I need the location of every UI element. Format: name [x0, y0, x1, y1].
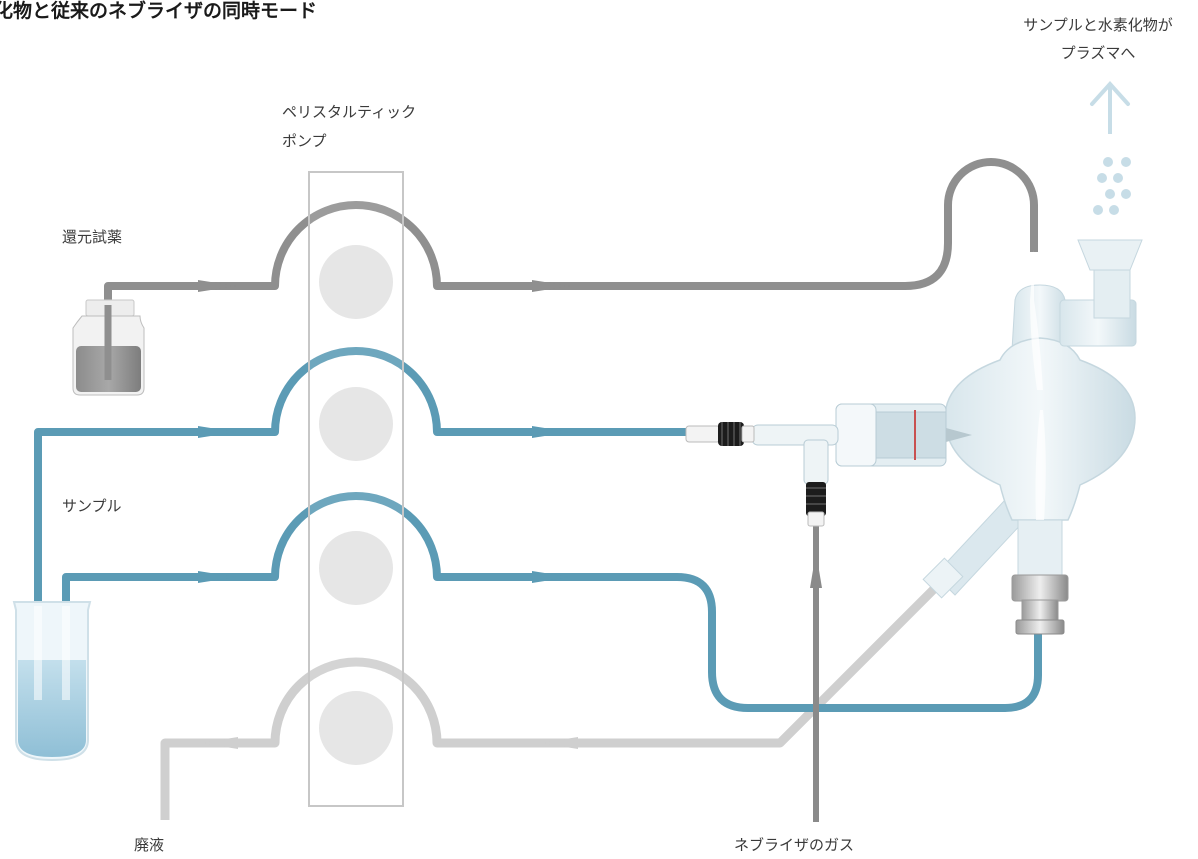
waste-flow-arrow	[200, 737, 238, 749]
reductant-bottle	[72, 299, 145, 396]
output-label-line1: サンプルと水素化物が	[1023, 16, 1173, 34]
pump-label-line1: ペリスタルティック	[282, 103, 417, 121]
pump-roller-2	[319, 387, 393, 461]
reductant-flow-arrow	[198, 280, 236, 292]
pump-label-line2: ポンプ	[282, 132, 327, 150]
reductant-line	[104, 158, 1038, 305]
sample-label: サンプル	[62, 497, 122, 515]
sample-flow-arrow	[198, 426, 236, 438]
plasma-output	[1090, 81, 1131, 215]
waste-flow-arrow	[540, 737, 578, 749]
sample-line-2	[62, 492, 1042, 712]
pump-roller-4	[319, 691, 393, 765]
drain-connector	[922, 557, 964, 599]
pump-roller-1	[319, 245, 393, 319]
sample-flow-arrow	[198, 571, 236, 583]
pump-roller-3	[319, 531, 393, 605]
sample-connector	[685, 425, 721, 443]
nebulizer-cap	[835, 403, 877, 467]
sample-flow-arrow	[532, 426, 570, 438]
sample-tube	[12, 601, 92, 762]
spray-chamber	[922, 239, 1143, 635]
aerosol-droplets	[1093, 157, 1131, 215]
output-label-line2: プラズマへ	[1060, 44, 1136, 62]
plasma-outlet	[1077, 239, 1143, 271]
sample-flow-arrow	[532, 571, 570, 583]
chamber-fitting	[1011, 574, 1069, 602]
waste-line	[160, 584, 939, 820]
diagram-title: 化物と従来のネブライザの同時モード	[0, 0, 318, 22]
sample-line	[34, 347, 690, 610]
sample-liquid	[18, 660, 86, 757]
nebulizer-gas-line	[810, 518, 822, 822]
reductant-label: 還元試薬	[62, 228, 123, 246]
waste-label: 廃液	[134, 836, 165, 854]
pump-rollers	[319, 245, 393, 765]
reductant-flow-arrow	[532, 280, 570, 292]
nebulizer-gas-label: ネブライザのガス	[734, 836, 855, 854]
pump-frame	[308, 171, 404, 807]
output-arrow-head	[1090, 81, 1130, 106]
gas-connector-clip	[806, 482, 826, 516]
nebulizer	[685, 403, 972, 527]
sample-connector-clip	[718, 422, 744, 446]
gas-flow-arrow	[810, 552, 822, 588]
